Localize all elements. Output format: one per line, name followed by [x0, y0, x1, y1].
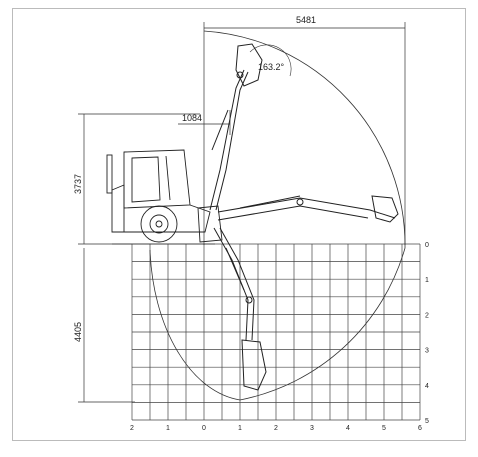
cab-outline	[123, 149, 191, 209]
bucket-angle-label: 163.2°	[258, 62, 285, 72]
horizontal-pivot	[296, 198, 304, 206]
x-tick-label: 2	[130, 425, 134, 432]
cab-pillar	[165, 155, 171, 201]
engine-hood	[111, 184, 125, 233]
x-tick-label: 1	[166, 425, 170, 432]
y-tick-label: 5	[425, 418, 429, 425]
horizontal-cylinder	[239, 195, 301, 209]
raised-arm	[209, 43, 263, 211]
lowered-pivot	[245, 296, 253, 304]
raised-boom-edge	[215, 71, 249, 211]
measurement-grid	[131, 243, 421, 421]
rear-wheel-hub	[149, 214, 169, 234]
bucket-angle-arc	[249, 44, 292, 77]
x-tick-label: 2	[274, 425, 278, 432]
raised-cylinder	[211, 109, 229, 151]
y-tick-label: 2	[425, 312, 429, 319]
raised-pivot	[236, 71, 244, 79]
raised-boom	[209, 69, 245, 211]
y-axis-ticks: 0 1 2 3 4 5	[425, 242, 429, 425]
lowered-boom	[213, 227, 249, 341]
cab-window	[131, 156, 161, 203]
offset-label: 1084	[182, 113, 202, 123]
dig-height-dimension	[78, 113, 200, 245]
dig-depth-label: 4405	[73, 322, 83, 342]
dig-depth-dimension	[78, 248, 135, 403]
lowered-boom-edge	[219, 227, 255, 341]
y-tick-label: 4	[425, 383, 429, 390]
x-tick-label: 1	[238, 425, 242, 432]
x-tick-label: 5	[382, 425, 386, 432]
y-tick-label: 1	[425, 277, 429, 284]
lowered-arm	[213, 227, 267, 391]
y-tick-label: 3	[425, 348, 429, 355]
tractor	[106, 149, 223, 243]
horizontal-bucket	[371, 195, 399, 223]
chassis	[112, 204, 211, 233]
x-tick-label: 6	[418, 425, 422, 432]
rear-wheel-center	[155, 220, 163, 228]
x-tick-label: 3	[310, 425, 314, 432]
y-tick-label: 0	[425, 242, 429, 249]
reach-width-label: 5481	[296, 15, 316, 25]
dig-height-label: 3737	[73, 174, 83, 194]
x-tick-label: 0	[202, 425, 206, 432]
reach-envelope-arc	[149, 30, 406, 401]
lowered-cylinder	[225, 247, 245, 291]
x-axis-ticks: 2 1 0 1 2 3 4 5 6	[130, 425, 422, 432]
outer-frame	[12, 8, 466, 441]
raised-bucket	[235, 43, 263, 87]
offset-dimension	[178, 110, 231, 135]
rear-wheel	[140, 205, 178, 243]
x-tick-label: 4	[346, 425, 350, 432]
lowered-bucket	[241, 339, 267, 391]
exhaust-pipe	[106, 154, 113, 194]
horizontal-boom	[217, 197, 396, 219]
horizontal-arm	[217, 195, 399, 223]
horizontal-boom-edge	[217, 205, 369, 221]
